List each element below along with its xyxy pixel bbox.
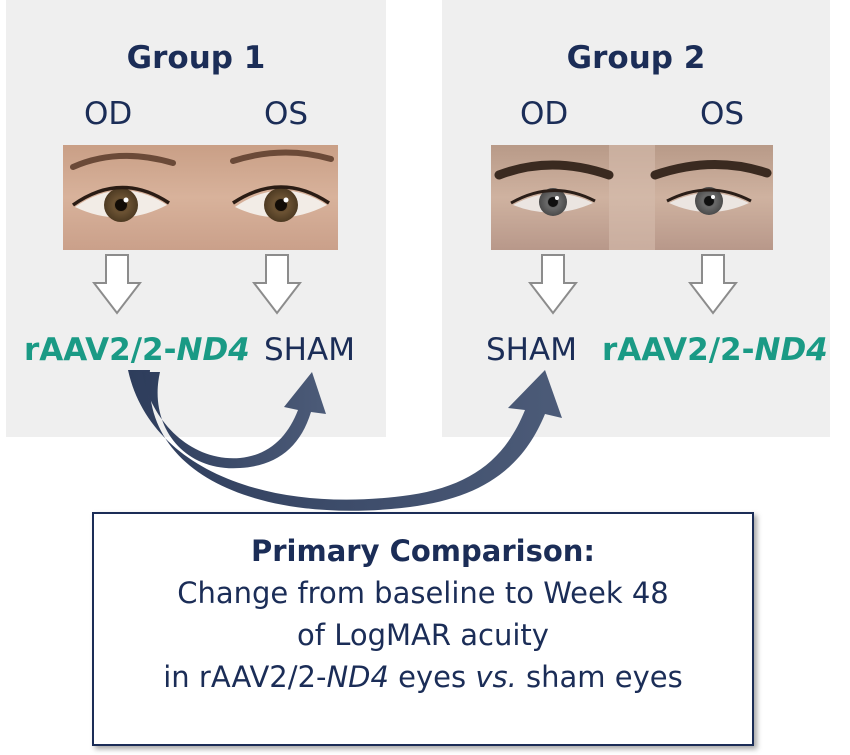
- eye-photo-female: [63, 145, 338, 250]
- group2-od-label: OD: [520, 96, 569, 132]
- group1-od-label: OD: [84, 96, 133, 132]
- group1-od-treatment: rAAV2/2-ND4: [24, 332, 250, 368]
- curved-arrow-icon: [142, 372, 326, 469]
- group2-os-treatment: rAAV2/2-ND4: [602, 332, 828, 368]
- eye-photo-male: [491, 145, 773, 250]
- group1-panel: Group 1 OD OS: [6, 0, 386, 437]
- group2-title: Group 2: [566, 40, 706, 76]
- down-arrow-icon: [688, 254, 738, 315]
- comparison-title: Primary Comparison:: [250, 534, 595, 568]
- comparison-line-3: in rAAV2/2-ND4 eyes vs. sham eyes: [163, 660, 683, 694]
- down-arrow-icon: [92, 254, 142, 315]
- group2-os-label: OS: [700, 96, 745, 132]
- comparison-line-2: of LogMAR acuity: [297, 618, 549, 652]
- down-arrow-icon: [252, 254, 302, 315]
- group1-title: Group 1: [126, 40, 266, 76]
- down-arrow-icon: [528, 254, 578, 315]
- group1-os-treatment: SHAM: [264, 332, 355, 368]
- group2-panel: Group 2 OD OS: [442, 0, 830, 437]
- primary-comparison-box: Primary Comparison: Change from baseline…: [92, 512, 754, 746]
- group2-od-treatment: SHAM: [486, 332, 577, 368]
- comparison-line-1: Change from baseline to Week 48: [177, 576, 669, 610]
- comparison-arrows: [128, 370, 562, 511]
- curved-arrow-icon: [128, 370, 562, 511]
- group1-os-label: OS: [264, 96, 309, 132]
